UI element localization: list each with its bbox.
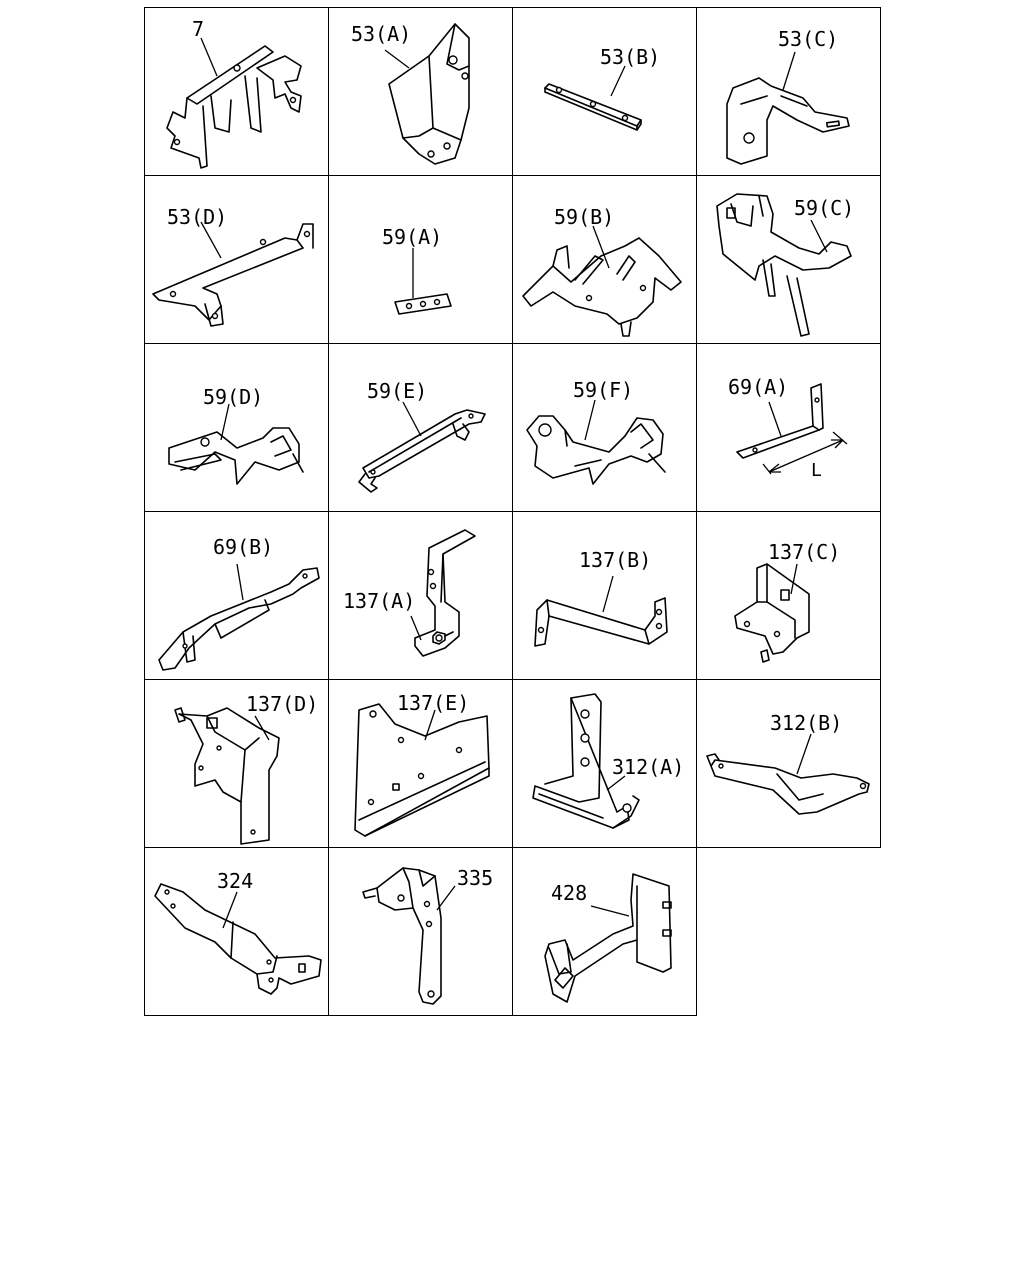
part-label-53b: 53(B) bbox=[600, 45, 661, 69]
bracket-137c-drawing bbox=[734, 563, 810, 663]
part-cell-137c: 137(C) bbox=[696, 511, 881, 680]
part-label-137d: 137(D) bbox=[246, 692, 319, 716]
bracket-312b-drawing bbox=[706, 733, 870, 815]
part-cell-7: 7 bbox=[144, 7, 329, 176]
part-label-59c: 59(C) bbox=[794, 196, 855, 220]
part-cell-137d: 137(D) bbox=[144, 679, 329, 848]
bracket-428-drawing bbox=[544, 873, 672, 1003]
part-label-137c: 137(C) bbox=[768, 540, 841, 564]
part-cell-59f: 59(F) bbox=[512, 343, 697, 512]
part-label-137e: 137(E) bbox=[397, 691, 470, 715]
bracket-69b-drawing bbox=[158, 563, 320, 671]
part-label-59b: 59(B) bbox=[554, 205, 615, 229]
part-label-53d: 53(D) bbox=[167, 205, 228, 229]
part-cell-59a: 59(A) bbox=[328, 175, 513, 344]
part-cell-59c: 59(C) bbox=[696, 175, 881, 344]
part-label-312a: 312(A) bbox=[612, 755, 685, 779]
part-cell-59b: 59(B) bbox=[512, 175, 697, 344]
part-cell-59e: 59(E) bbox=[328, 343, 513, 512]
bracket-59f-drawing bbox=[526, 399, 666, 485]
bracket-53b-drawing bbox=[544, 65, 642, 131]
part-cell-335: 335 bbox=[328, 847, 513, 1016]
part-cell-137a: 137(A) bbox=[328, 511, 513, 680]
bracket-137a-drawing bbox=[410, 529, 476, 657]
part-label-324: 324 bbox=[217, 869, 254, 893]
bracket-53d-drawing bbox=[152, 221, 314, 327]
part-cell-137e: 137(E) bbox=[328, 679, 513, 848]
part-cell-53d: 53(D) bbox=[144, 175, 329, 344]
bracket-59e-drawing bbox=[358, 401, 486, 493]
part-label-428: 428 bbox=[551, 881, 588, 905]
part-label-335: 335 bbox=[457, 866, 494, 890]
bracket-335-drawing bbox=[362, 867, 456, 1005]
bracket-324-drawing bbox=[154, 883, 322, 995]
part-cell-53c: 53(C) bbox=[696, 7, 881, 176]
bracket-7-drawing bbox=[166, 37, 302, 169]
part-cell-428: 428 bbox=[512, 847, 697, 1016]
part-label-69a: 69(A) bbox=[728, 375, 789, 399]
bracket-53c-drawing bbox=[726, 51, 850, 165]
bracket-312a-drawing bbox=[532, 693, 640, 829]
bracket-59a-drawing bbox=[394, 248, 452, 315]
part-cell-137b: 137(B) bbox=[512, 511, 697, 680]
part-label-137b: 137(B) bbox=[579, 548, 652, 572]
bracket-59b-drawing bbox=[522, 225, 682, 337]
part-label-7: 7 bbox=[192, 17, 205, 41]
part-label-312b: 312(B) bbox=[770, 711, 843, 735]
bracket-69a-drawing bbox=[736, 383, 848, 475]
part-label-53a: 53(A) bbox=[351, 22, 412, 46]
part-label-59f: 59(F) bbox=[573, 378, 634, 402]
part-label-137a: 137(A) bbox=[343, 589, 416, 613]
part-label-53c: 53(C) bbox=[778, 27, 839, 51]
part-cell-53a: 53(A) bbox=[328, 7, 513, 176]
bracket-59d-drawing bbox=[168, 403, 304, 485]
bracket-59c-drawing bbox=[716, 193, 852, 337]
part-cell-312b: 312(B) bbox=[696, 679, 881, 848]
dimension-label-l: L bbox=[811, 460, 822, 481]
part-label-59d: 59(D) bbox=[203, 385, 264, 409]
part-cell-324: 324 bbox=[144, 847, 329, 1016]
part-label-59a: 59(A) bbox=[382, 225, 443, 249]
part-cell-59d: 59(D) bbox=[144, 343, 329, 512]
parts-grid: 7 53(A) 53(B) bbox=[144, 7, 881, 1016]
part-cell-53b: 53(B) bbox=[512, 7, 697, 176]
bracket-137d-drawing bbox=[174, 707, 280, 845]
part-label-59e: 59(E) bbox=[367, 379, 428, 403]
bracket-137e-drawing bbox=[354, 703, 490, 837]
part-cell-69a: 69(A) L bbox=[696, 343, 881, 512]
part-cell-69b: 69(B) bbox=[144, 511, 329, 680]
bracket-137b-drawing bbox=[534, 575, 668, 647]
part-cell-312a: 312(A) bbox=[512, 679, 697, 848]
part-label-69b: 69(B) bbox=[213, 535, 274, 559]
bracket-53a-drawing bbox=[384, 23, 470, 165]
